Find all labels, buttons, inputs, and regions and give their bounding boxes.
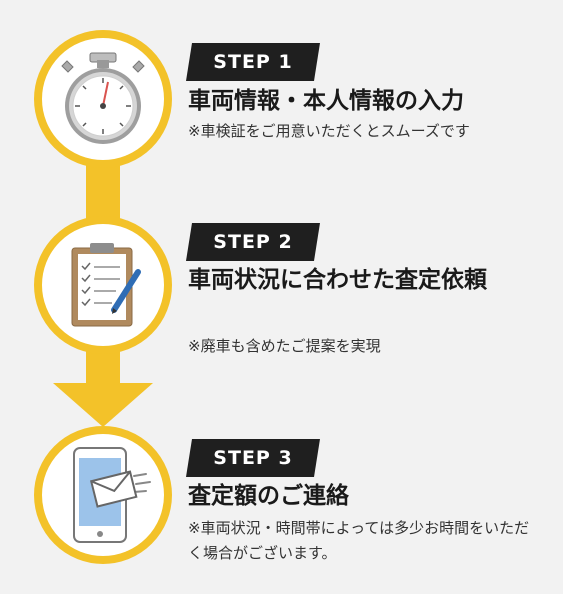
step-1-note: ※車検証をご用意いただくとスムーズです bbox=[188, 122, 470, 140]
step-2-note: ※廃車も含めたご提案を実現 bbox=[188, 337, 381, 355]
step-3-note: ※車両状況・時間帯によっては多少お時間をいただく場合がございます。 bbox=[188, 519, 530, 562]
step-2-icon-circle bbox=[34, 216, 172, 354]
step-1-badge: STEP 1 bbox=[186, 43, 320, 81]
stopwatch-icon bbox=[61, 52, 145, 144]
step-1-icon-circle bbox=[34, 30, 172, 168]
step-3-icon-circle bbox=[34, 426, 172, 564]
down-arrow-icon bbox=[53, 383, 153, 427]
smartphone-mail-icon bbox=[73, 447, 151, 543]
step-3-title: 査定額のご連絡 bbox=[188, 483, 349, 509]
step-3-badge: STEP 3 bbox=[186, 439, 320, 477]
step-2-title: 車両状況に合わせた査定依頼 bbox=[188, 267, 487, 293]
step-1-title: 車両情報・本人情報の入力 bbox=[188, 88, 464, 114]
step-2-badge: STEP 2 bbox=[186, 223, 320, 261]
clipboard-checklist-icon bbox=[71, 243, 141, 327]
